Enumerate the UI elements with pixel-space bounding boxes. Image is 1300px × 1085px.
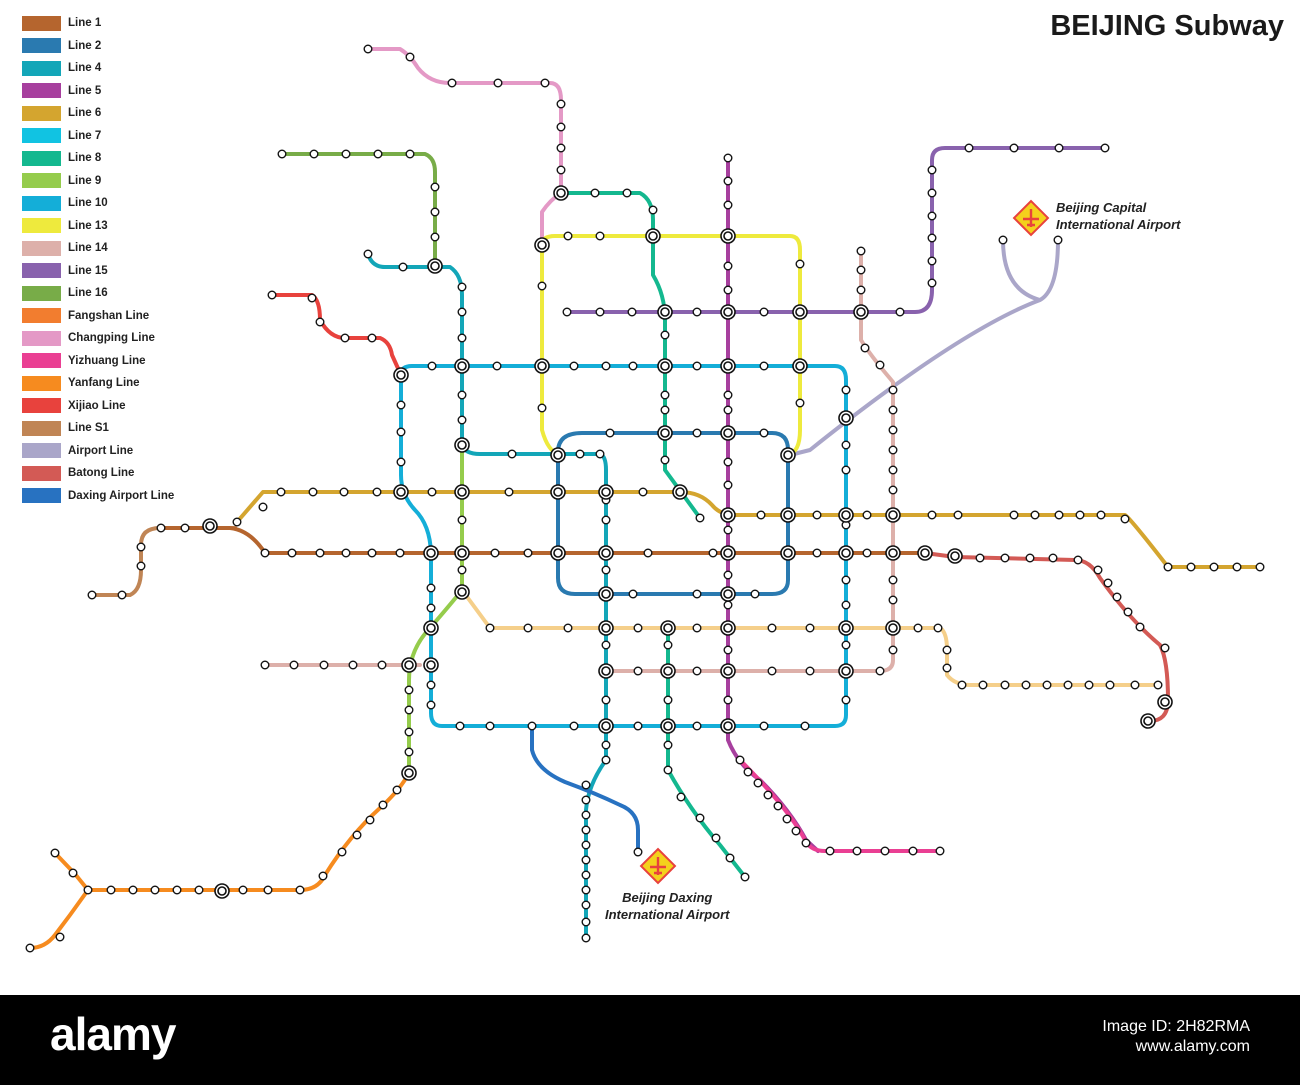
xijiao-line xyxy=(270,293,403,377)
legend-label: Batong Line xyxy=(68,467,135,480)
legend-item: Line S1 xyxy=(22,417,174,440)
legend-item: Line 8 xyxy=(22,147,174,170)
legend-label: Line 7 xyxy=(68,129,102,142)
legend-swatch xyxy=(22,263,61,279)
legend-item: Airport Line xyxy=(22,440,174,463)
capital-airport-icon xyxy=(1012,199,1050,237)
legend-swatch xyxy=(22,398,61,414)
legend-label: Line 8 xyxy=(68,152,102,165)
airport-line xyxy=(788,238,1060,457)
legend-item: Daxing Airport Line xyxy=(22,485,174,508)
legend-item: Line 15 xyxy=(22,260,174,283)
legend-item: Fangshan Line xyxy=(22,305,174,328)
legend-item: Line 10 xyxy=(22,192,174,215)
legend-swatch xyxy=(22,420,61,436)
line-2 xyxy=(556,431,790,596)
legend-label: Line 15 xyxy=(68,264,108,277)
legend-label: Line 6 xyxy=(68,107,102,120)
legend-swatch xyxy=(22,443,61,459)
legend-label: Line 4 xyxy=(68,62,102,75)
footer-bar: alamy Image ID: 2H82RMA www.alamy.com xyxy=(0,995,1300,1085)
capital-airport-label: Beijing Capital International Airport xyxy=(1056,199,1180,233)
legend-swatch xyxy=(22,15,61,31)
line-1 xyxy=(158,526,927,555)
legend-swatch xyxy=(22,60,61,76)
legend-item: Yanfang Line xyxy=(22,372,174,395)
daxing-airport-label-line1: Beijing Daxing xyxy=(622,890,713,905)
brand-logo: alamy xyxy=(50,1008,176,1060)
image-id: Image ID: 2H82RMA www.alamy.com xyxy=(1102,1017,1250,1057)
legend-swatch xyxy=(22,330,61,346)
legend-label: Line 14 xyxy=(68,242,108,255)
legend-swatch xyxy=(22,240,61,256)
capital-airport-label-line2: International Airport xyxy=(1056,217,1181,232)
legend-swatch xyxy=(22,195,61,211)
legend-item: Line 1 xyxy=(22,12,174,35)
batong-line xyxy=(923,551,1170,724)
capital-airport-label-line1: Beijing Capital xyxy=(1056,200,1147,215)
legend-swatch xyxy=(22,285,61,301)
legend-label: Line 2 xyxy=(68,39,102,52)
legend-item: Line 14 xyxy=(22,237,174,260)
line-5 xyxy=(726,156,820,853)
legend-item: Line 6 xyxy=(22,102,174,125)
legend-swatch xyxy=(22,173,61,189)
legend-swatch xyxy=(22,465,61,481)
legend-item: Line 16 xyxy=(22,282,174,305)
line-8 xyxy=(559,191,747,879)
legend-swatch xyxy=(22,83,61,99)
legend-swatch xyxy=(22,375,61,391)
daxing-airport-label: Beijing Daxing International Airport xyxy=(605,889,729,923)
legend-label: Yanfang Line xyxy=(68,377,140,390)
legend-item: Line 5 xyxy=(22,80,174,103)
legend-item: Xijiao Line xyxy=(22,395,174,418)
legend-swatch xyxy=(22,218,61,234)
line-15 xyxy=(565,146,1107,314)
line-s1 xyxy=(90,526,237,597)
legend-label: Line 10 xyxy=(68,197,108,210)
legend-label: Airport Line xyxy=(68,444,134,457)
map-title: BEIJING Subway xyxy=(1050,10,1284,42)
legend-swatch xyxy=(22,105,61,121)
legend-item: Changping Line xyxy=(22,327,174,350)
daxing-airport-icon xyxy=(639,847,677,885)
line-6 xyxy=(235,490,1262,569)
legend-label: Daxing Airport Line xyxy=(68,489,175,502)
legend-item: Line 2 xyxy=(22,35,174,58)
legend-label: Line 1 xyxy=(68,17,102,30)
legend-item: Batong Line xyxy=(22,462,174,485)
legend-label: Xijiao Line xyxy=(68,399,126,412)
daxing-airport-label-line2: International Airport xyxy=(605,907,730,922)
legend-label: Line 5 xyxy=(68,84,102,97)
image-id-text: Image ID: 2H82RMA xyxy=(1102,1018,1250,1035)
subway-map xyxy=(25,44,1265,953)
legend-label: Changping Line xyxy=(68,332,155,345)
legend: Line 1 Line 2 Line 4 Line 5 Line 6 Line 7 Line… xyxy=(22,12,174,507)
legend-label: Line S1 xyxy=(68,422,109,435)
legend-item: Line 7 xyxy=(22,125,174,148)
fangshan-line xyxy=(28,771,411,950)
line-13 xyxy=(540,234,802,457)
legend-label: Line 9 xyxy=(68,174,102,187)
legend-label: Line 13 xyxy=(68,219,108,232)
daxing-airport-line xyxy=(530,724,640,854)
legend-swatch xyxy=(22,308,61,324)
legend-swatch xyxy=(22,128,61,144)
legend-label: Line 16 xyxy=(68,287,108,300)
legend-swatch xyxy=(22,150,61,166)
yizhuang-line xyxy=(738,758,942,853)
legend-item: Line 13 xyxy=(22,215,174,238)
legend-swatch xyxy=(22,353,61,369)
legend-item: Line 9 xyxy=(22,170,174,193)
line-4 xyxy=(366,252,608,940)
legend-swatch xyxy=(22,38,61,54)
legend-swatch xyxy=(22,488,61,504)
legend-label: Fangshan Line xyxy=(68,309,150,322)
line-16 xyxy=(280,152,437,268)
legend-label: Yizhuang Line xyxy=(68,354,146,367)
image-id-url: www.alamy.com xyxy=(1135,1038,1250,1055)
legend-item: Yizhuang Line xyxy=(22,350,174,373)
legend-item: Line 4 xyxy=(22,57,174,80)
changping-line xyxy=(366,47,563,247)
